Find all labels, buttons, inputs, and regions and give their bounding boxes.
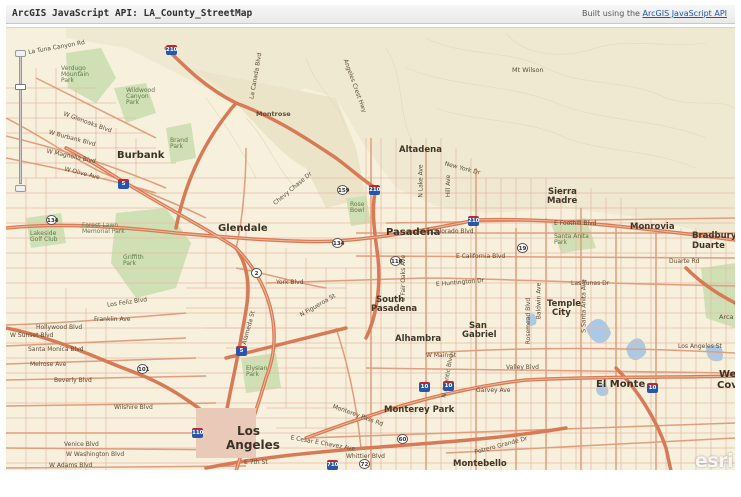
road-california: E California Blvd bbox=[456, 253, 506, 260]
place-west-covina-2: Covi bbox=[717, 380, 735, 391]
road-rosemead: Rosemead Blvd bbox=[525, 297, 533, 345]
road-sunset: W Sunset Blvd bbox=[10, 332, 54, 339]
road-beverly: Beverly Blvd bbox=[54, 377, 92, 384]
credit-text: Built using the ArcGIS JavaScript API bbox=[582, 9, 727, 18]
road-santa-monica: Santa Monica Blvd bbox=[28, 346, 84, 353]
road-santa-anita-ave: S Santa Anita Ave bbox=[580, 279, 588, 333]
road-garvey: Garvey Ave bbox=[476, 387, 511, 394]
place-monrovia: Monrovia bbox=[630, 222, 675, 232]
shield-i10-b: 10 bbox=[443, 381, 454, 391]
basemap-canvas bbox=[6, 28, 735, 470]
road-franklin: Franklin Ave bbox=[94, 316, 131, 323]
road-seventh: E 7th St bbox=[244, 459, 268, 466]
shield-i10-a: 10 bbox=[419, 382, 430, 392]
place-el-monte: El Monte bbox=[596, 379, 646, 390]
app-title: ArcGIS JavaScript API: LA_County_StreetM… bbox=[12, 8, 253, 19]
shield-sr101: 101 bbox=[137, 364, 149, 374]
shield-sr60: 60 bbox=[397, 434, 408, 444]
zoom-slider-thumb[interactable] bbox=[15, 84, 26, 91]
road-lake: N Lake Ave bbox=[417, 164, 425, 198]
park-santa-anita: Santa Anita Park bbox=[554, 233, 589, 246]
place-pasadena: Pasadena bbox=[386, 227, 441, 238]
shield-sr19: 19 bbox=[517, 243, 528, 253]
road-washington: W Washington Blvd bbox=[66, 451, 125, 458]
park-verdugo: Verdugo Mountain Park bbox=[61, 65, 89, 84]
place-south-pasadena-2: Pasadena bbox=[371, 304, 418, 314]
map-view[interactable]: Burbank Glendale Pasadena Los Angeles El… bbox=[6, 27, 735, 470]
road-las-tunas: Las Tunas Dr bbox=[571, 280, 610, 287]
place-los-angeles-1: Los bbox=[237, 424, 261, 438]
shield-i710: 710 bbox=[327, 460, 339, 470]
shield-i210-a: 210 bbox=[166, 45, 178, 55]
credit-prefix: Built using the bbox=[582, 9, 640, 18]
shield-i10-c: 10 bbox=[647, 383, 658, 393]
road-wilshire: Wilshire Blvd bbox=[114, 404, 153, 411]
place-bradbury: Bradbury bbox=[692, 231, 735, 241]
shield-i110: 110 bbox=[192, 428, 204, 438]
park-rose-bowl: Rose Bowl bbox=[350, 201, 365, 214]
zoom-slider[interactable] bbox=[15, 50, 27, 192]
shield-sr159: 159 bbox=[337, 185, 349, 195]
place-arcadia: Arca bbox=[719, 313, 734, 321]
place-temple-city-2: City bbox=[552, 308, 571, 318]
shield-sr2: 2 bbox=[251, 268, 262, 278]
place-south-pasadena-1: South bbox=[376, 295, 405, 305]
place-montrose: Montrose bbox=[256, 110, 291, 118]
place-monterey-park: Monterey Park bbox=[384, 405, 455, 415]
zoom-out-button[interactable] bbox=[15, 185, 26, 192]
esri-logo: esri bbox=[694, 450, 734, 470]
road-adams: W Adams Blvd bbox=[49, 462, 93, 469]
place-temple-city-1: Temple bbox=[547, 299, 582, 309]
shield-sr72: 72 bbox=[359, 459, 370, 469]
road-fair-oaks: S Fair Oaks Ave bbox=[400, 254, 408, 302]
road-foothill: E Foothill Blvd bbox=[554, 220, 597, 227]
road-whittier: Whittier Blvd bbox=[346, 453, 385, 460]
road-los-angeles-st: Los Angeles St bbox=[678, 343, 722, 350]
road-valley: Valley Blvd bbox=[506, 364, 539, 371]
park-lakeside: Lakeside Golf Club bbox=[30, 230, 58, 243]
park-wildwood: Wildwood Canyon Park bbox=[126, 87, 156, 106]
shield-i210-b: 210 bbox=[369, 185, 381, 195]
shield-sr134-a: 134 bbox=[46, 215, 58, 225]
road-baldwin: Baldwin Ave bbox=[535, 282, 543, 320]
park-brand: Brand Park bbox=[170, 137, 188, 150]
place-san-gabriel-2: Gabriel bbox=[462, 330, 497, 340]
place-west-covina-1: West bbox=[719, 369, 735, 380]
place-mt-wilson: Mt Wilson bbox=[512, 66, 544, 74]
place-altadena: Altadena bbox=[399, 145, 442, 155]
place-sierra-madre-2: Madre bbox=[547, 196, 578, 206]
shield-sr110: 110 bbox=[390, 256, 402, 266]
park-forest-lawn: Forest Lawn Memorial Park bbox=[82, 222, 125, 235]
place-los-angeles-2: Angeles bbox=[226, 438, 280, 452]
app-header: ArcGIS JavaScript API: LA_County_StreetM… bbox=[6, 5, 735, 24]
road-colorado: E Colorado Blvd bbox=[426, 228, 474, 235]
park-griffith: Griffith Park bbox=[123, 254, 144, 267]
road-duarte-rd: Duarte Rd bbox=[669, 258, 700, 265]
shield-i5-a: 5 bbox=[118, 179, 129, 189]
road-melrose: Melrose Ave bbox=[30, 361, 67, 368]
road-hollywood: Hollywood Blvd bbox=[36, 324, 83, 331]
zoom-track[interactable] bbox=[19, 56, 22, 184]
place-duarte: Duarte bbox=[692, 241, 725, 251]
road-york: York Blvd bbox=[276, 279, 304, 286]
shield-i5-b: 5 bbox=[236, 346, 247, 356]
arcgis-api-link[interactable]: ArcGIS JavaScript API bbox=[642, 9, 727, 18]
shield-sr134-b: 134 bbox=[332, 238, 344, 248]
place-glendale: Glendale bbox=[218, 223, 268, 234]
place-alhambra: Alhambra bbox=[395, 334, 442, 344]
road-hill: Hill Ave bbox=[445, 174, 453, 198]
place-burbank: Burbank bbox=[117, 150, 165, 161]
park-elysian: Elysian Park bbox=[246, 365, 268, 378]
road-main-st: W Main St bbox=[426, 352, 457, 359]
shield-i210-c: 210 bbox=[468, 216, 480, 226]
page-footer bbox=[6, 471, 735, 497]
place-sierra-madre-1: Sierra bbox=[548, 187, 577, 197]
road-venice: Venice Blvd bbox=[64, 441, 99, 448]
place-montebello: Montebello bbox=[453, 459, 507, 469]
place-san-gabriel-1: San bbox=[469, 321, 487, 331]
